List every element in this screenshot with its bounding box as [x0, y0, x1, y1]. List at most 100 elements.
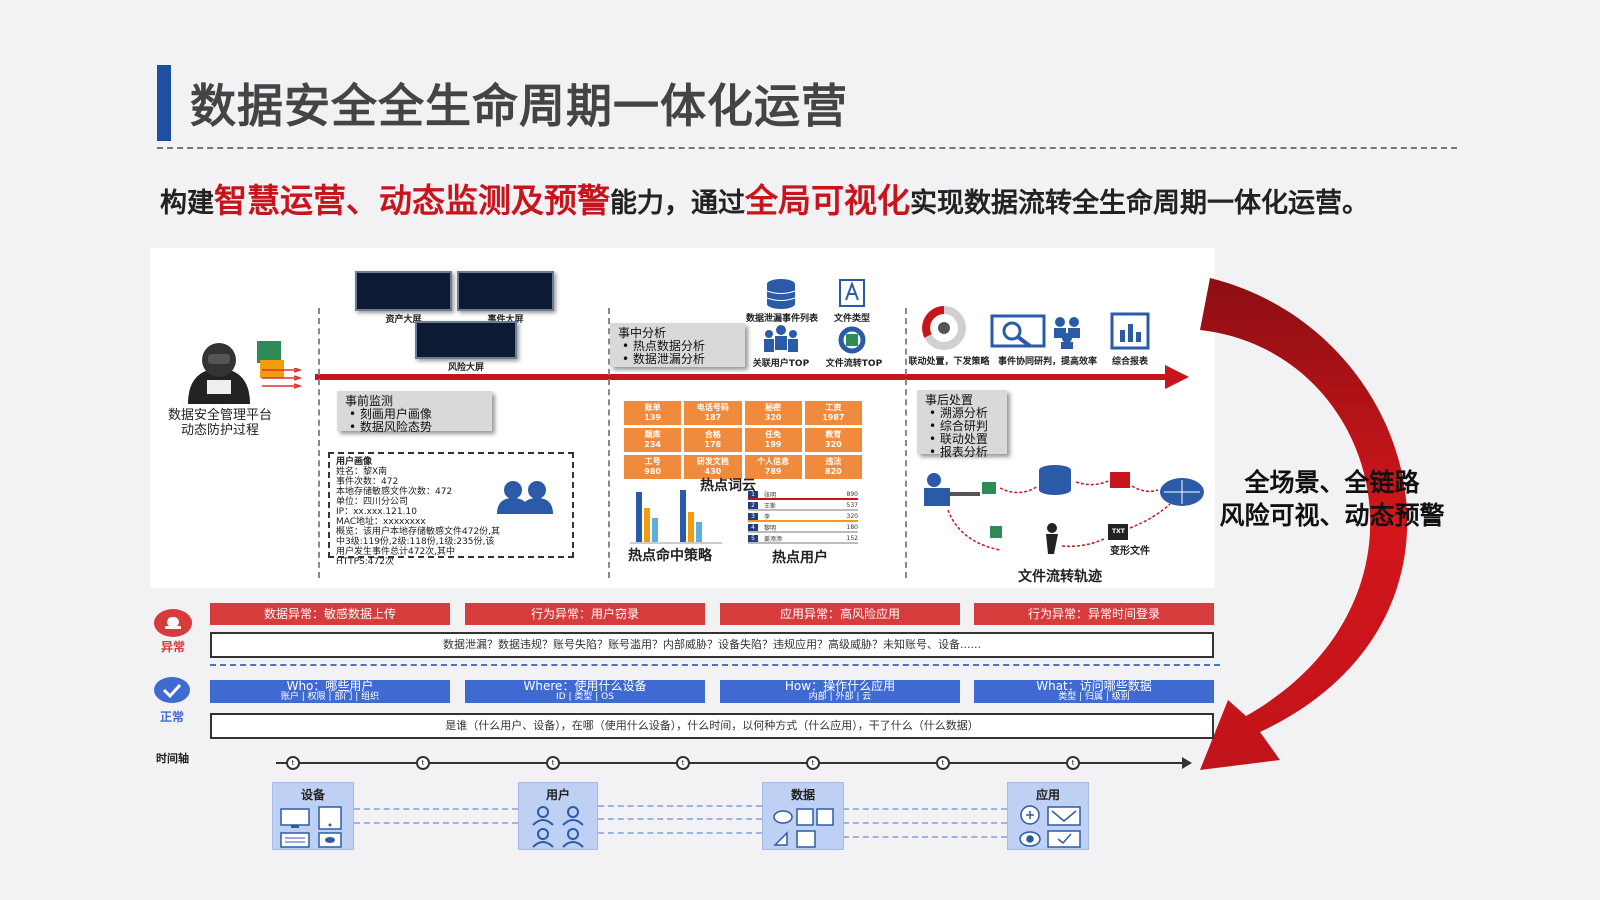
timeline-axis [276, 762, 1186, 764]
timeline-tick: t [936, 756, 950, 770]
post-icon-label: 联动处置，下发策略 [908, 357, 990, 367]
connector-line [598, 818, 762, 820]
word-cloud-count: 199 [764, 440, 782, 449]
hot-user-rank: 5 [748, 534, 758, 542]
abnormal-tag-behavior[interactable]: 行为异常：用户窃录 [465, 603, 705, 625]
card-user-title: 用户 [545, 788, 570, 802]
connector-line [843, 808, 1007, 810]
data-icons [773, 808, 834, 848]
stage-divider-3 [905, 308, 907, 578]
user-profile-line: 概览：该用户本地存储敏感文件472份,其中3级:119份,2级:118份,1级:… [336, 527, 501, 567]
normal-tag-title: What：访问哪些数据 [1036, 679, 1152, 693]
abnormal-tag-time[interactable]: 行为异常：异常时间登录 [974, 603, 1214, 625]
subtitle-part-3: 实现数据流转全生命周期一体化运营。 [910, 188, 1369, 219]
word-cloud-count: 320 [825, 440, 842, 449]
pre-monitor-box: 事前监测 刻画用户画像数据风险态势 [337, 391, 492, 434]
normal-description: 是谁（什么用户、设备），在哪（使用什么设备），什么时间，以何种方式（什么应用），… [210, 713, 1214, 739]
right-summary: 全场景、全链路 风险可视、动态预警 [1212, 466, 1452, 532]
mid-icon-label: 关联用户TOP [752, 359, 810, 369]
abnormal-label: 异常 [160, 640, 185, 654]
word-cloud-count: 820 [825, 467, 842, 476]
user-profile-line: IP：xx.xxx.121.10 [336, 507, 417, 517]
word-cloud-keyword: 工资 [825, 403, 842, 412]
strategy-bar [688, 512, 694, 542]
stage-divider-2 [608, 308, 610, 578]
word-cloud-keyword: 题库 [644, 430, 661, 439]
post-handle-box: 事后处置 溯源分析 综合研判 联动处置 报表分析 [917, 390, 1007, 459]
user-profile-line: 本地存储敏感文件次数：472 [336, 487, 453, 497]
normal-tag-sub: ID | 类型 | OS [556, 692, 614, 702]
card-data-title: 数据 [790, 788, 815, 802]
file-flow-title: 文件流转轨迹 [1018, 569, 1102, 585]
hot-user-rank: 2 [748, 501, 758, 509]
pre-monitor-item: 数据风险态势 [349, 421, 484, 434]
file-flow-icon [838, 326, 866, 354]
page-subtitle: 构建智慧运营、动态监测及预警能力，通过全局可视化实现数据流转全生命周期一体化运营… [160, 174, 1369, 222]
timeline-tick: t [676, 756, 690, 770]
hot-user-name: 李 [764, 513, 771, 521]
normal-label: 正常 [159, 710, 184, 724]
connector-line [843, 822, 1007, 824]
leak-arrows [262, 368, 302, 389]
abnormal-tag-app[interactable]: 应用异常：高风险应用 [720, 603, 960, 625]
post-handle-item: 报表分析 [929, 446, 999, 459]
normal-tag-what[interactable]: What：访问哪些数据类型 | 归属 | 级别 [974, 680, 1214, 703]
connector-line [354, 822, 518, 824]
user-profile-title: 用户画像 [336, 457, 373, 467]
process-panel: 数据安全管理平台 动态防护过程 资产大屏 事件大屏 风险大屏 事前监测 刻画用户… [150, 248, 1215, 588]
subtitle-part-1: 构建 [160, 188, 214, 219]
normal-tag-title: How：操作什么应用 [784, 679, 896, 693]
strategy-bar [644, 508, 650, 542]
normal-tag-how[interactable]: How：操作什么应用内部 | 外部 | 云 [720, 680, 960, 703]
deformed-file-label: 变形文件 [1110, 546, 1150, 557]
timeline-tick: t [806, 756, 820, 770]
strategy-bar [696, 522, 702, 542]
word-cloud-keyword: 任免 [765, 430, 782, 439]
pre-monitor-item: 刻画用户画像 [349, 408, 484, 421]
word-cloud-count: 320 [764, 413, 782, 422]
card-data: 数据 [762, 782, 844, 850]
connector-line [598, 832, 762, 834]
app-icons [1019, 805, 1081, 848]
abnormal-tag-data[interactable]: 数据异常：敏感数据上传 [210, 603, 450, 625]
word-cloud-count: 234 [644, 440, 661, 449]
word-cloud-keyword: 合格 [704, 430, 721, 439]
timeline-tick: t [1066, 756, 1080, 770]
word-cloud-keyword: 账单 [644, 403, 661, 412]
linkage-icon [922, 306, 966, 350]
asset-screen-label: 资产大屏 [385, 315, 422, 325]
word-cloud-count: 178 [704, 440, 722, 449]
strategy-chart-title: 热点命中策略 [628, 548, 712, 564]
title-divider [157, 147, 1457, 149]
normal-tag-who[interactable]: Who：哪些用户账户 | 权限 | 部门 | 组织 [210, 680, 450, 703]
hot-user-rank: 1 [748, 490, 758, 498]
hot-user-name: 张明 [764, 491, 777, 499]
pre-monitor-title: 事前监测 [345, 394, 394, 408]
hot-user-name: 黎明 [764, 524, 777, 532]
timeline-arrow-head [1165, 365, 1189, 389]
word-cloud-keyword: 研发文档 [696, 457, 729, 466]
card-user: 用户 [518, 782, 598, 850]
timeline-tick: t [416, 756, 430, 770]
user-profile-box: 用户画像 姓名：黎X南 事件次数：472 本地存储敏感文件次数：472 单位：四… [328, 452, 574, 567]
strategy-bar-chart [630, 490, 722, 544]
stage-divider-1 [318, 308, 320, 578]
card-app-title: 应用 [1035, 788, 1060, 802]
abnormal-description: 数据泄漏？数据违规？账号失陷？账号滥用？内部威胁？设备失陷？违规应用？高级威胁？… [210, 632, 1214, 658]
collab-icon [990, 314, 1080, 349]
mid-icon-label: 数据泄漏事件列表 [746, 314, 819, 324]
user-profile-line: 事件次数：472 [336, 477, 399, 487]
post-icon-label: 事件协同研判，提高效率 [998, 357, 1098, 367]
hot-user-name: 姜添添 [764, 535, 783, 543]
platform-label-line-2: 动态防护过程 [180, 423, 259, 438]
user-icons [532, 806, 584, 848]
post-handle-item: 溯源分析 [929, 407, 999, 420]
